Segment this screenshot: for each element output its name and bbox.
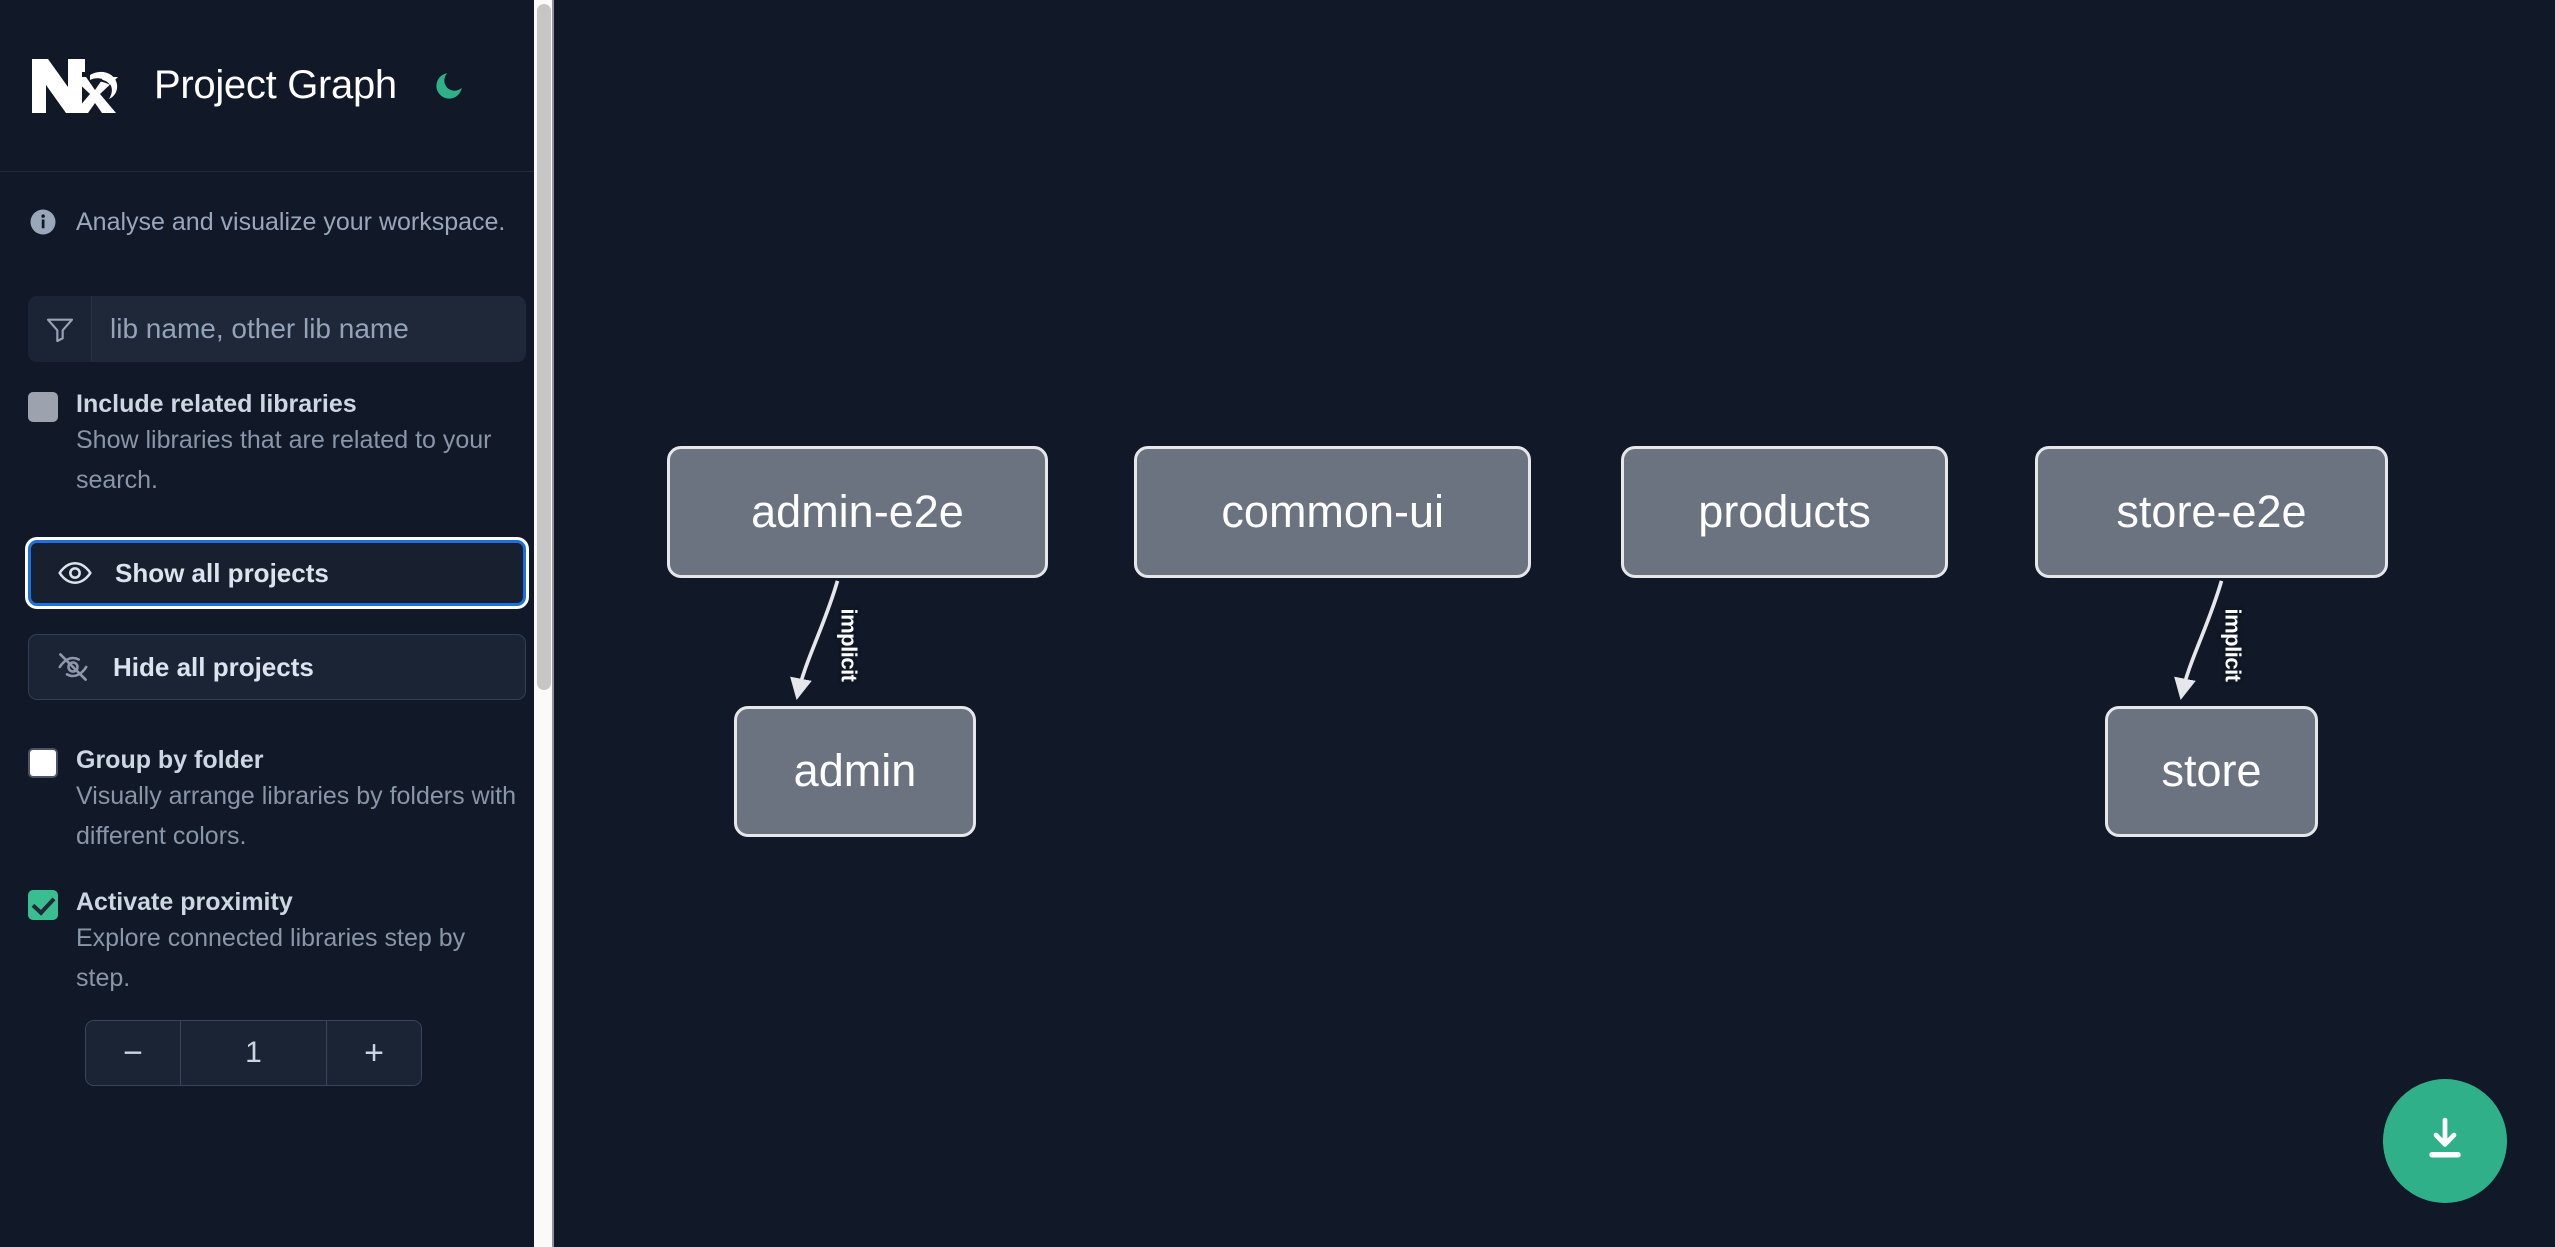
sidebar-header: Project Graph: [0, 0, 554, 172]
graph-node-label: admin: [793, 745, 917, 797]
search-input[interactable]: [92, 296, 526, 362]
eye-off-icon: [55, 649, 91, 685]
sidebar-divider: [552, 0, 554, 1247]
proximity-value: 1: [181, 1021, 326, 1085]
include-related-libraries-checkbox[interactable]: [28, 392, 58, 422]
graph-node-label: products: [1698, 485, 1871, 537]
graph-node-label: store-e2e: [2116, 485, 2307, 537]
edge-label-store-e2e-store: implicit: [2220, 608, 2246, 682]
page-title: Project Graph: [154, 63, 397, 107]
download-icon: [2418, 1112, 2472, 1171]
sidebar-scrollbar-thumb[interactable]: [537, 4, 551, 690]
filter-icon: [28, 296, 92, 362]
hide-all-projects-label: Hide all projects: [113, 651, 314, 682]
sidebar: Project Graph Analyse and visualize yo: [0, 0, 554, 1247]
group-by-folder-checkbox[interactable]: [28, 748, 58, 778]
graph-node-admin[interactable]: admin: [734, 705, 976, 837]
graph-node-products[interactable]: products: [1621, 446, 1949, 578]
graph-node-label: store: [2161, 745, 2262, 797]
graph-node-store-e2e[interactable]: store-e2e: [2034, 446, 2389, 578]
option-title: Activate proximity: [76, 888, 293, 916]
workspace-info: Analyse and visualize your workspace.: [0, 172, 554, 272]
show-all-projects-label: Show all projects: [115, 557, 329, 588]
edge-store-e2e-store: [2174, 580, 2224, 700]
show-all-projects-button[interactable]: Show all projects: [28, 540, 526, 606]
proximity-increment-button[interactable]: +: [326, 1021, 421, 1085]
activate-proximity-checkbox[interactable]: [28, 890, 58, 920]
option-activate-proximity[interactable]: Activate proximity Explore connected lib…: [0, 886, 554, 998]
sidebar-scrollbar[interactable]: [534, 0, 554, 1247]
option-description: Visually arrange libraries by folders wi…: [76, 782, 517, 850]
option-description: Show libraries that are related to your …: [76, 426, 492, 494]
edge-label-admin-e2e-admin: implicit: [836, 608, 862, 682]
option-description: Explore connected libraries step by step…: [76, 924, 466, 992]
proximity-decrement-button[interactable]: −: [86, 1021, 181, 1085]
option-title: Group by folder: [76, 746, 264, 774]
graph-canvas[interactable]: admin-e2e common-ui products store-e2e admin…: [554, 0, 2555, 1247]
nx-logo: [28, 53, 128, 119]
graph-node-store[interactable]: store: [2104, 705, 2319, 837]
option-title: Include related libraries: [76, 390, 357, 418]
proximity-stepper: − 1 +: [85, 1020, 422, 1086]
graph-node-label: common-ui: [1221, 485, 1444, 537]
option-group-by-folder[interactable]: Group by folder Visually arrange librari…: [0, 744, 554, 856]
edge-admin-e2e-admin: [790, 580, 840, 700]
info-icon: [28, 207, 58, 237]
graph-node-common-ui[interactable]: common-ui: [1134, 446, 1532, 578]
graph-node-admin-e2e[interactable]: admin-e2e: [667, 446, 1048, 578]
option-include-related-libraries[interactable]: Include related libraries Show libraries…: [0, 388, 554, 500]
download-button[interactable]: [2383, 1079, 2507, 1203]
hide-all-projects-button[interactable]: Hide all projects: [28, 634, 526, 700]
search-bar: [28, 296, 526, 362]
moon-icon[interactable]: [427, 64, 471, 108]
graph-node-label: admin-e2e: [751, 485, 964, 537]
graph-edges: [790, 580, 2224, 700]
sidebar-content: Project Graph Analyse and visualize yo: [0, 0, 554, 1247]
eye-icon: [57, 555, 93, 591]
workspace-info-text: Analyse and visualize your workspace.: [76, 207, 506, 236]
